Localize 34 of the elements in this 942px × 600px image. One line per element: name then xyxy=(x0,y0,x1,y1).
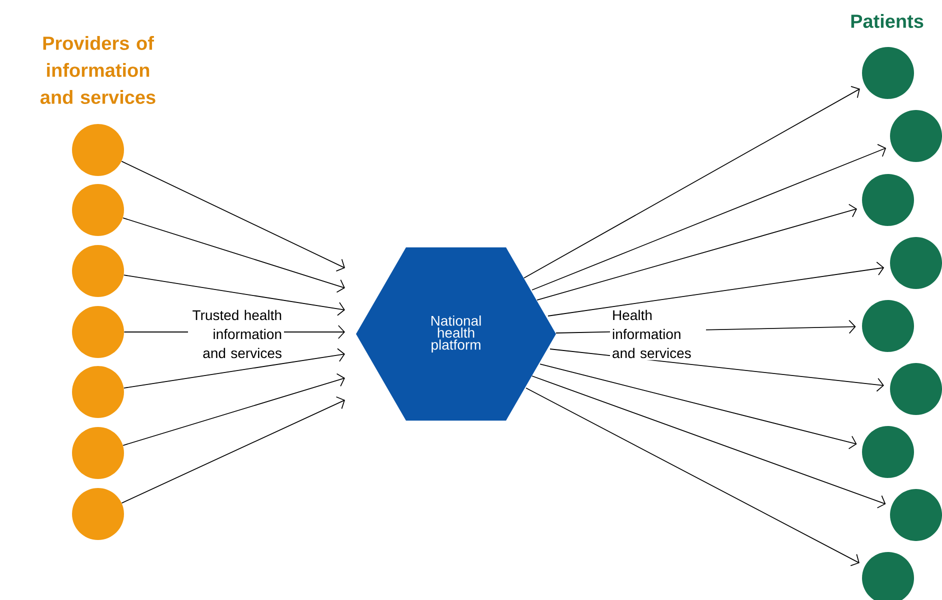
circle xyxy=(72,184,124,236)
circle xyxy=(890,237,942,289)
heading: Patients xyxy=(851,14,924,28)
arrow xyxy=(122,217,345,293)
arrow xyxy=(524,86,860,278)
circle xyxy=(72,306,124,358)
arrow xyxy=(123,348,345,388)
circle xyxy=(72,366,124,418)
flow-label: Trusted health information and services xyxy=(188,308,284,360)
circle xyxy=(862,174,914,226)
arrow xyxy=(121,160,345,272)
circle xyxy=(72,488,124,540)
circle xyxy=(72,245,124,297)
arrow xyxy=(121,396,345,504)
circle xyxy=(72,427,124,479)
circle xyxy=(72,124,124,176)
circle xyxy=(862,426,914,478)
circle xyxy=(890,110,942,162)
arrow xyxy=(532,144,886,290)
arrow xyxy=(526,388,860,566)
circle xyxy=(862,47,914,99)
arrow xyxy=(123,274,345,316)
arrow xyxy=(550,348,884,392)
arrow xyxy=(536,204,858,300)
arrow xyxy=(532,376,886,508)
heading: Providers of information and services xyxy=(40,36,156,104)
arrow xyxy=(122,373,345,446)
circle xyxy=(890,489,942,541)
circle xyxy=(890,363,942,415)
flow-label: Health information and services xyxy=(610,308,706,360)
circle xyxy=(862,300,914,352)
arrow xyxy=(548,262,884,316)
hexagon: National health platform xyxy=(356,247,556,421)
arrow xyxy=(540,364,857,450)
